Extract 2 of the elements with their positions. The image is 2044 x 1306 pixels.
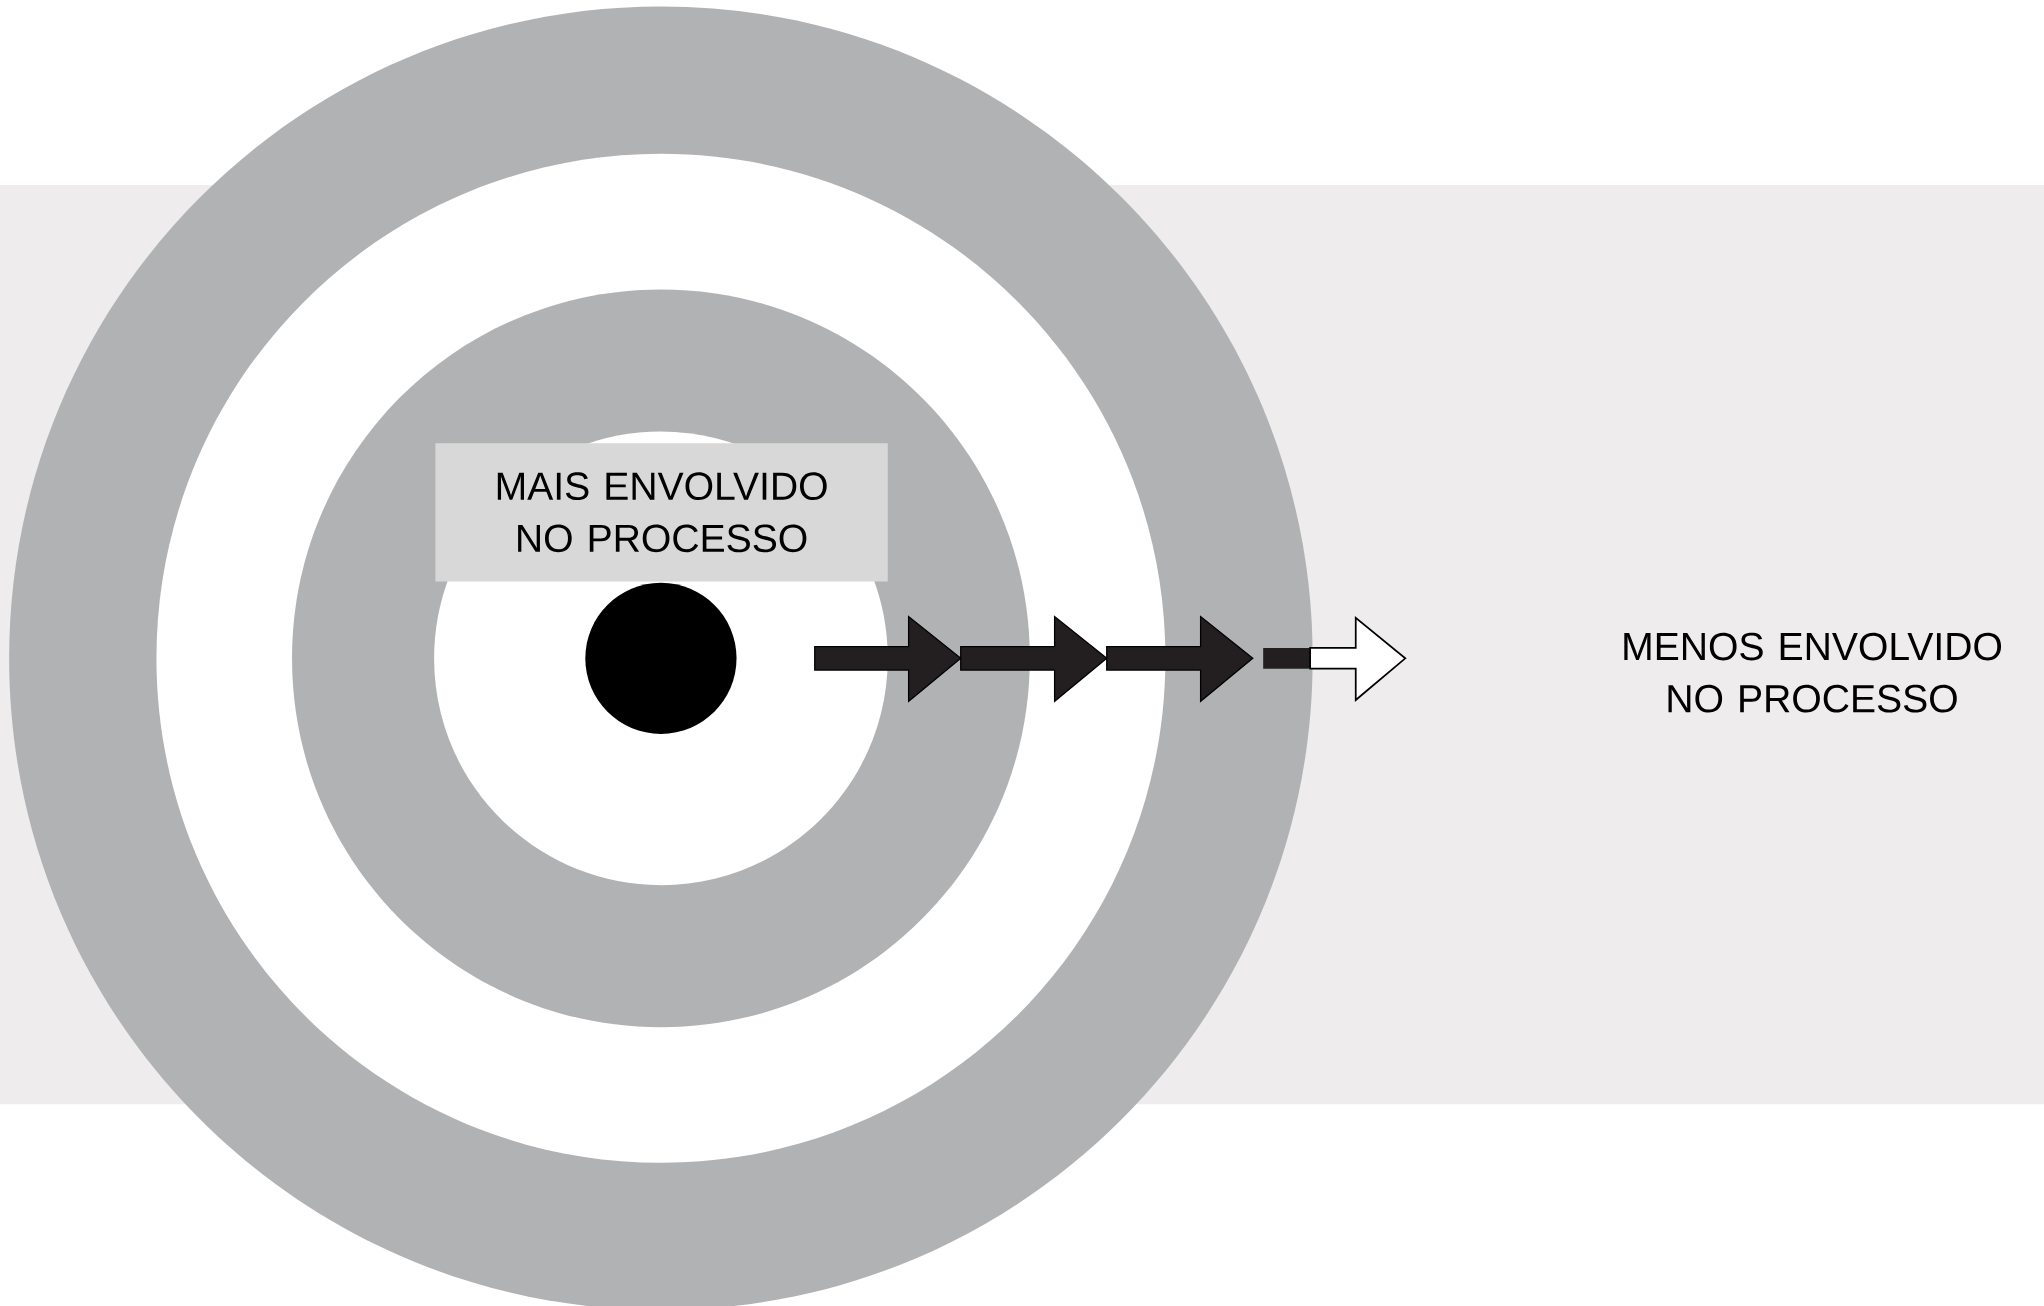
label-box: MAIS ENVOLVIDO NO PROCESSO	[435, 443, 888, 582]
side-label: MENOS ENVOLVIDO NO PROCESSO	[1624, 632, 2001, 713]
